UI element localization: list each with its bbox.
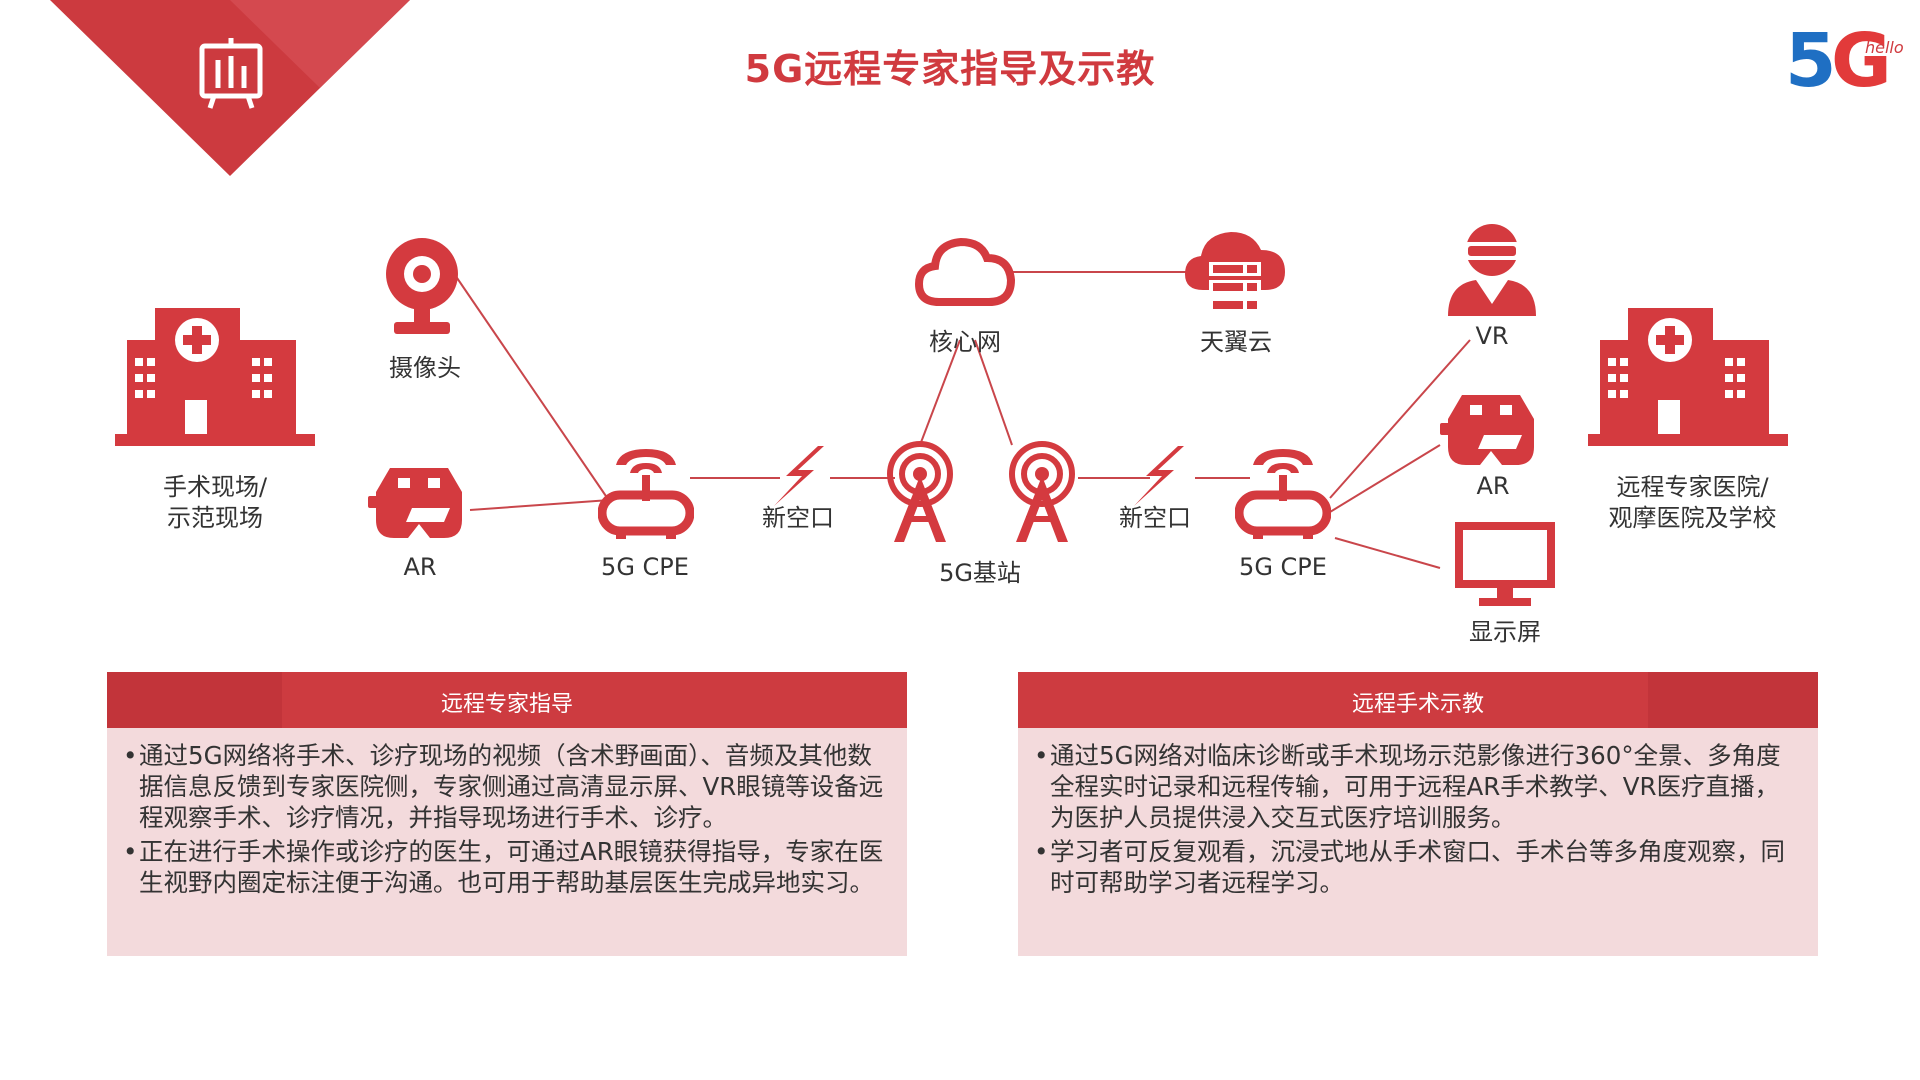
cpe-left-label: 5G CPE <box>601 553 689 581</box>
left-hospital-label: 手术现场/ 示范现场 <box>162 473 268 532</box>
base-station-label: 5G基站 <box>939 559 1021 587</box>
brand-logo: 5 G hello <box>1785 18 1904 104</box>
router-icon <box>598 449 694 539</box>
ar-glasses-icon <box>368 468 462 538</box>
monitor-icon <box>1455 522 1555 606</box>
tianyi-label: 天翼云 <box>1200 328 1272 356</box>
surgery-teaching-panel: 远程手术示教 •通过5G网络对临床诊断或手术现场示范影像进行360°全景、多角度… <box>1018 672 1818 956</box>
tower-icon <box>1009 441 1075 542</box>
page-title: 5G远程专家指导及示教 <box>744 47 1156 91</box>
list-item: •正在进行手术操作或诊疗的医生，可通过AR眼镜获得指导，专家在医生视野内圈定标注… <box>123 837 884 897</box>
expert-guidance-panel: 远程专家指导 •通过5G网络将手术、诊疗现场的视频（含术野画面）、音频及其他数据… <box>107 672 907 956</box>
list-item: •通过5G网络对临床诊断或手术现场示范影像进行360°全景、多角度全程实时记录和… <box>1034 741 1781 832</box>
vr-label: VR <box>1475 322 1509 350</box>
tower-icon <box>887 441 953 542</box>
server-cloud-icon <box>1185 232 1285 312</box>
bullet-list: •通过5G网络将手术、诊疗现场的视频（含术野画面）、音频及其他数据信息反馈到专家… <box>123 740 889 901</box>
hospital-icon <box>1588 308 1788 446</box>
lightning-icon <box>1134 446 1184 506</box>
camera-label: 摄像头 <box>389 354 461 382</box>
webcam-icon <box>386 238 458 334</box>
panel-title: 远程专家指导 <box>440 692 573 717</box>
router-icon <box>1235 449 1331 539</box>
cloud-icon <box>915 237 1015 306</box>
chart-board-icon <box>199 38 263 109</box>
list-item: •通过5G网络将手术、诊疗现场的视频（含术野画面）、音频及其他数据信息反馈到专家… <box>123 741 884 832</box>
corner-badge <box>50 0 410 176</box>
hospital-icon <box>115 308 315 446</box>
panel-header: 远程专家指导 <box>107 672 907 728</box>
vr-user-icon <box>1448 224 1536 316</box>
panel-title: 远程手术示教 <box>1351 692 1484 717</box>
ar-right-label: AR <box>1476 472 1510 500</box>
ar-glasses-icon <box>1440 395 1534 465</box>
ar-left-label: AR <box>403 553 437 581</box>
core-label: 核心网 <box>929 328 1001 356</box>
right-hospital-label: 远程专家医院/ 观摩医院及学校 <box>1608 473 1777 532</box>
air-right-label: 新空口 <box>1119 504 1191 532</box>
lightning-icon <box>774 446 824 506</box>
panel-header: 远程手术示教 <box>1018 672 1818 728</box>
bullet-list: •通过5G网络对临床诊断或手术现场示范影像进行360°全景、多角度全程实时记录和… <box>1034 740 1800 901</box>
cpe-right-label: 5G CPE <box>1239 553 1327 581</box>
air-left-label: 新空口 <box>762 504 834 532</box>
display-label: 显示屏 <box>1469 618 1541 646</box>
list-item: •学习者可反复观看，沉浸式地从手术窗口、手术台等多角度观察，同时可帮助学习者远程… <box>1034 837 1785 897</box>
